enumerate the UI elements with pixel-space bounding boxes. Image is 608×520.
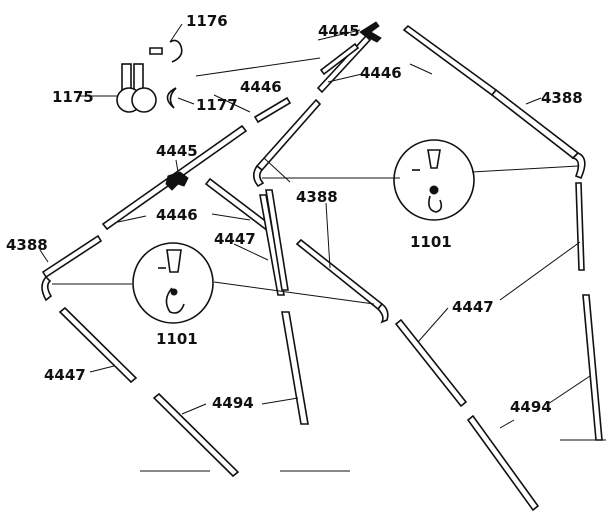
label-4494-b: 4494 (510, 398, 552, 416)
pole-4447-right-upper (575, 182, 585, 271)
pole-4447-left (58, 306, 138, 384)
label-4445-mid: 4445 (156, 142, 198, 160)
label-1176: 1176 (186, 12, 228, 30)
elbow-left (41, 275, 53, 302)
pole-4388-diag (295, 238, 384, 311)
callout-1101-right (393, 139, 475, 221)
pole-4447-center-vert (265, 189, 289, 291)
pole-4446-mid (253, 96, 292, 124)
label-4447-c: 4447 (44, 366, 86, 384)
label-4388-center: 4388 (296, 188, 338, 206)
label-4447-a: 4447 (214, 230, 256, 248)
pole-4494-right-middle (466, 414, 540, 512)
pole-4445-hub-short (319, 42, 360, 76)
pole-4494-center (281, 311, 309, 425)
part-1177-clip (166, 87, 177, 109)
elbow-lower (376, 302, 389, 324)
pole-4388-left (41, 234, 103, 279)
pole-4447-right-middle (394, 318, 468, 408)
label-1101-left: 1101 (156, 330, 198, 348)
callout-1101-left (132, 242, 214, 324)
part-1175-bracket (116, 63, 157, 113)
clip-hook-icon (412, 149, 443, 213)
label-1177: 1177 (196, 96, 238, 114)
label-4446-c: 4446 (156, 206, 198, 224)
clip-hook-icon (158, 249, 185, 314)
label-4446-a: 4446 (240, 78, 282, 96)
label-1175: 1175 (52, 88, 94, 106)
label-4447-b: 4447 (452, 298, 494, 316)
pole-4446-top-right (402, 24, 498, 97)
label-4446-b: 4446 (360, 64, 402, 82)
part-1176-hook (149, 39, 183, 63)
elbow-center (252, 164, 265, 188)
elbow-right (571, 152, 586, 180)
pole-4494-right-lower (582, 294, 603, 441)
hub-4445-top (359, 21, 382, 43)
hub-4445-mid (165, 171, 189, 191)
label-4445-top: 4445 (318, 22, 360, 40)
label-4388-right: 4388 (541, 89, 583, 107)
label-4494-a: 4494 (212, 394, 254, 412)
label-4388-left: 4388 (6, 236, 48, 254)
pole-4494-left (152, 392, 240, 478)
label-1101-right: 1101 (410, 233, 452, 251)
